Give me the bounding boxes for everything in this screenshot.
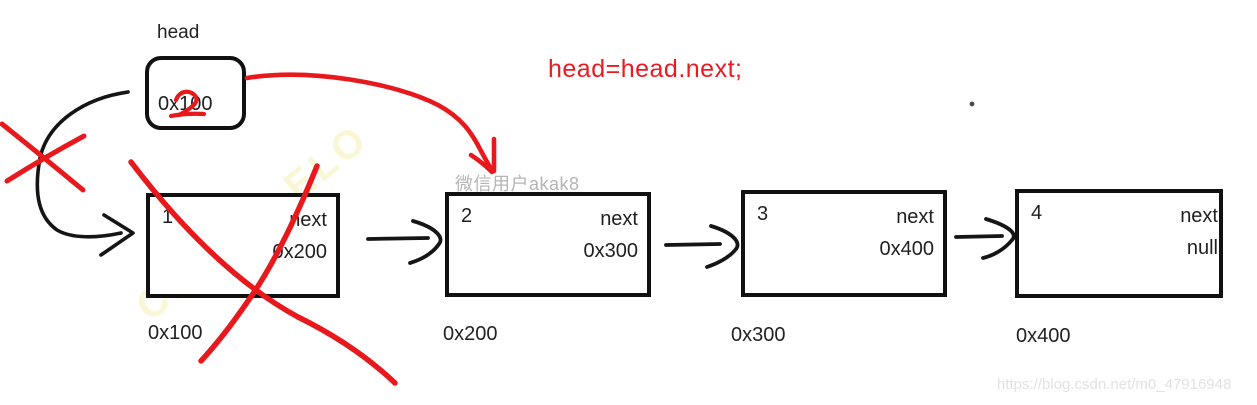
crossout-x-head-arrow-icon bbox=[0, 121, 87, 193]
node1-to-node2-arrow-icon bbox=[366, 219, 443, 265]
node-next-value: 0x300 bbox=[583, 240, 639, 262]
node-next-label: next bbox=[289, 209, 327, 231]
head-pointer-box: 0x100 bbox=[145, 56, 246, 130]
node-address: 0x300 bbox=[731, 324, 786, 346]
head-to-node2-red-arrow-icon bbox=[244, 72, 497, 175]
head-to-node1-arrow-icon bbox=[35, 90, 135, 257]
head-pointer-value: 0x100 bbox=[158, 93, 213, 115]
node-address: 0x100 bbox=[148, 322, 203, 344]
code-annotation: head=head.next; bbox=[548, 55, 743, 83]
node2-to-node3-arrow-icon bbox=[664, 224, 740, 269]
node-value: 1 bbox=[162, 206, 174, 228]
node-next-value: 0x400 bbox=[879, 238, 935, 260]
node3-to-node4-arrow-icon bbox=[954, 217, 1016, 260]
head-pointer-label: head bbox=[157, 22, 200, 43]
node-value: 3 bbox=[757, 203, 769, 225]
user-watermark: 微信用户akak8 bbox=[455, 174, 580, 194]
node-value: 4 bbox=[1031, 202, 1043, 224]
node-next-value: null bbox=[1186, 237, 1218, 259]
node-next-label: next bbox=[600, 208, 638, 230]
node-address: 0x400 bbox=[1016, 325, 1071, 347]
list-node-4: 4 next null bbox=[1015, 189, 1223, 298]
node-next-label: next bbox=[1180, 205, 1218, 227]
url-watermark: https://blog.csdn.net/m0_47916948 bbox=[997, 376, 1232, 393]
node-next-label: next bbox=[896, 206, 934, 228]
list-node-2: 2 next 0x300 bbox=[445, 192, 651, 297]
stray-dot bbox=[969, 101, 975, 107]
node-address: 0x200 bbox=[443, 323, 498, 345]
node-next-value: 0x200 bbox=[272, 241, 328, 263]
list-node-1: 1 next 0x200 bbox=[146, 193, 340, 298]
node-value: 2 bbox=[461, 205, 473, 227]
list-node-3: 3 next 0x400 bbox=[741, 190, 947, 297]
